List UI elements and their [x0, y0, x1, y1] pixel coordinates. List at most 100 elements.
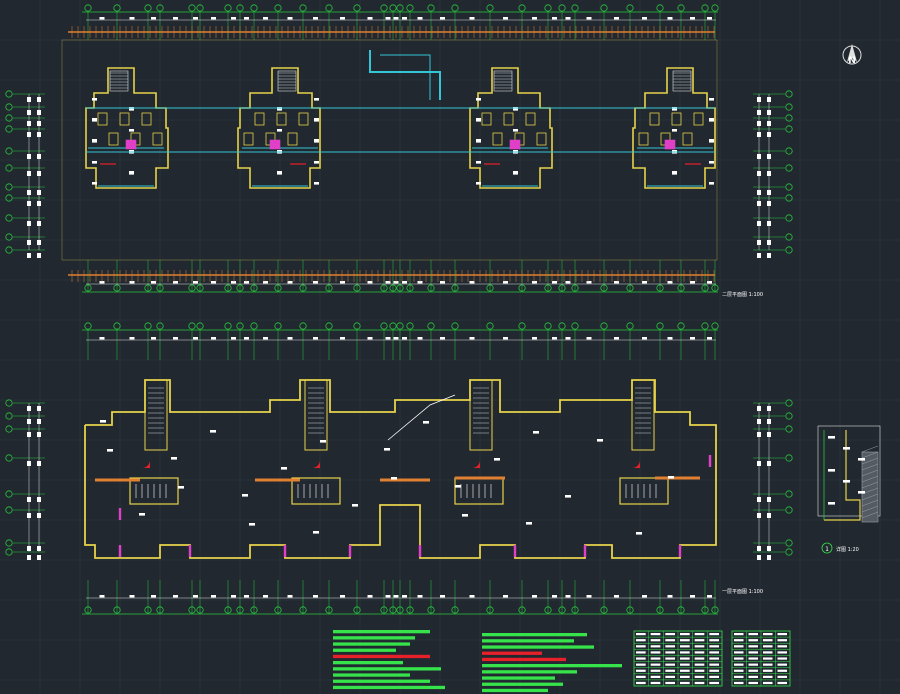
- dimension-text: [393, 281, 399, 284]
- detail-note: [843, 480, 850, 483]
- axis-bubble: [785, 490, 793, 498]
- dimension-text: [151, 281, 156, 284]
- axis-bubble: [785, 506, 793, 514]
- room-label: [462, 514, 468, 517]
- room-label: [672, 171, 677, 174]
- room-label: [92, 182, 97, 185]
- room-label: [423, 421, 429, 424]
- dimension-text: [614, 595, 619, 598]
- room-label: [476, 98, 481, 101]
- note-line: [482, 688, 548, 693]
- dimension-text: [244, 337, 249, 340]
- note-line: [333, 685, 445, 690]
- stair-core: [631, 379, 655, 451]
- dimension-text: [690, 337, 695, 340]
- dimension-text: [37, 97, 41, 102]
- notes-and-tables: [333, 630, 791, 693]
- room-label: [476, 182, 481, 185]
- dimension-text: [469, 281, 475, 284]
- table-cell-text: [694, 657, 705, 660]
- dimension-text: [193, 337, 198, 340]
- room-label: [314, 139, 319, 142]
- dimension-text: [37, 513, 41, 518]
- table-cell-text: [650, 657, 661, 660]
- dimension-text: [244, 17, 249, 20]
- dimension-text: [367, 281, 373, 284]
- room-label: [171, 457, 177, 460]
- room-label: [709, 139, 714, 142]
- dimension-text: [469, 337, 475, 340]
- dimension-text: [27, 221, 31, 226]
- dimension-text: [565, 17, 571, 20]
- dimension-text: [707, 17, 712, 20]
- wall-section-detail[interactable]: [817, 425, 881, 523]
- ground-floor-plan[interactable]: [84, 379, 717, 559]
- dimension-text: [757, 240, 761, 245]
- axis-bubble: [5, 506, 13, 514]
- table-cell-text: [777, 663, 787, 666]
- magenta-tag: [509, 139, 521, 150]
- dimension-text: [757, 419, 761, 424]
- note-line: [333, 654, 430, 659]
- dimension-text: [767, 461, 771, 466]
- room-label: [513, 129, 518, 132]
- dimension-text: [614, 337, 619, 340]
- dimension-text: [27, 171, 31, 176]
- room-label: [100, 420, 106, 423]
- dimension-text: [393, 337, 399, 340]
- room-label: [672, 150, 677, 153]
- table-cell-text: [680, 669, 690, 672]
- dimension-text: [27, 190, 31, 195]
- dimension-text: [287, 281, 293, 284]
- room-label: [249, 523, 255, 526]
- dimension-text: [614, 281, 619, 284]
- dimension-text: [244, 595, 249, 598]
- axis-bubble: [785, 125, 793, 133]
- dimension-text: [503, 337, 508, 340]
- plan-boundary: [61, 39, 718, 261]
- dimension-text: [99, 17, 105, 20]
- table-cell-text: [763, 669, 773, 672]
- dimension-text: [417, 17, 423, 20]
- dimension-text: [27, 154, 31, 159]
- dimension-text: [99, 337, 105, 340]
- room-partition: [536, 132, 547, 146]
- room-label: [314, 182, 319, 185]
- dimension-text: [402, 595, 407, 598]
- dimension-text: [757, 97, 761, 102]
- axis-bubble: [5, 246, 13, 254]
- hatch-line: [861, 469, 879, 477]
- table-cell-text: [680, 645, 690, 648]
- table-cell-text: [636, 675, 646, 678]
- table-cell-text: [709, 657, 719, 660]
- room-partition: [503, 112, 514, 126]
- detail-frame: [817, 425, 881, 517]
- table-cell-text: [709, 663, 719, 666]
- dimension-text: [27, 513, 31, 518]
- axis-bubble: [5, 425, 13, 433]
- dimension-text: [37, 546, 41, 551]
- room-label: [314, 161, 319, 164]
- room-partition: [97, 112, 108, 126]
- dimension-text: [757, 546, 761, 551]
- stair-outline: [277, 70, 297, 92]
- axis-bubble: [5, 539, 13, 547]
- table-cell-text: [650, 663, 661, 666]
- upper-floor-plan[interactable]: [61, 39, 718, 261]
- table-cell-text: [665, 675, 675, 678]
- hatch-line: [861, 451, 879, 459]
- dimension-text: [393, 595, 399, 598]
- table-cell-text: [763, 645, 773, 648]
- axis-bubble: [5, 125, 13, 133]
- room-partition: [649, 112, 660, 126]
- table-cell-text: [650, 639, 661, 642]
- dimension-text: [37, 406, 41, 411]
- axis-bubble: [785, 214, 793, 222]
- dimension-text: [37, 240, 41, 245]
- room-label: [565, 495, 571, 498]
- dimension-text: [586, 17, 592, 20]
- dimension-text: [767, 190, 771, 195]
- top-plan-axis-bubbles: [5, 4, 793, 293]
- magenta-tag: [664, 139, 676, 150]
